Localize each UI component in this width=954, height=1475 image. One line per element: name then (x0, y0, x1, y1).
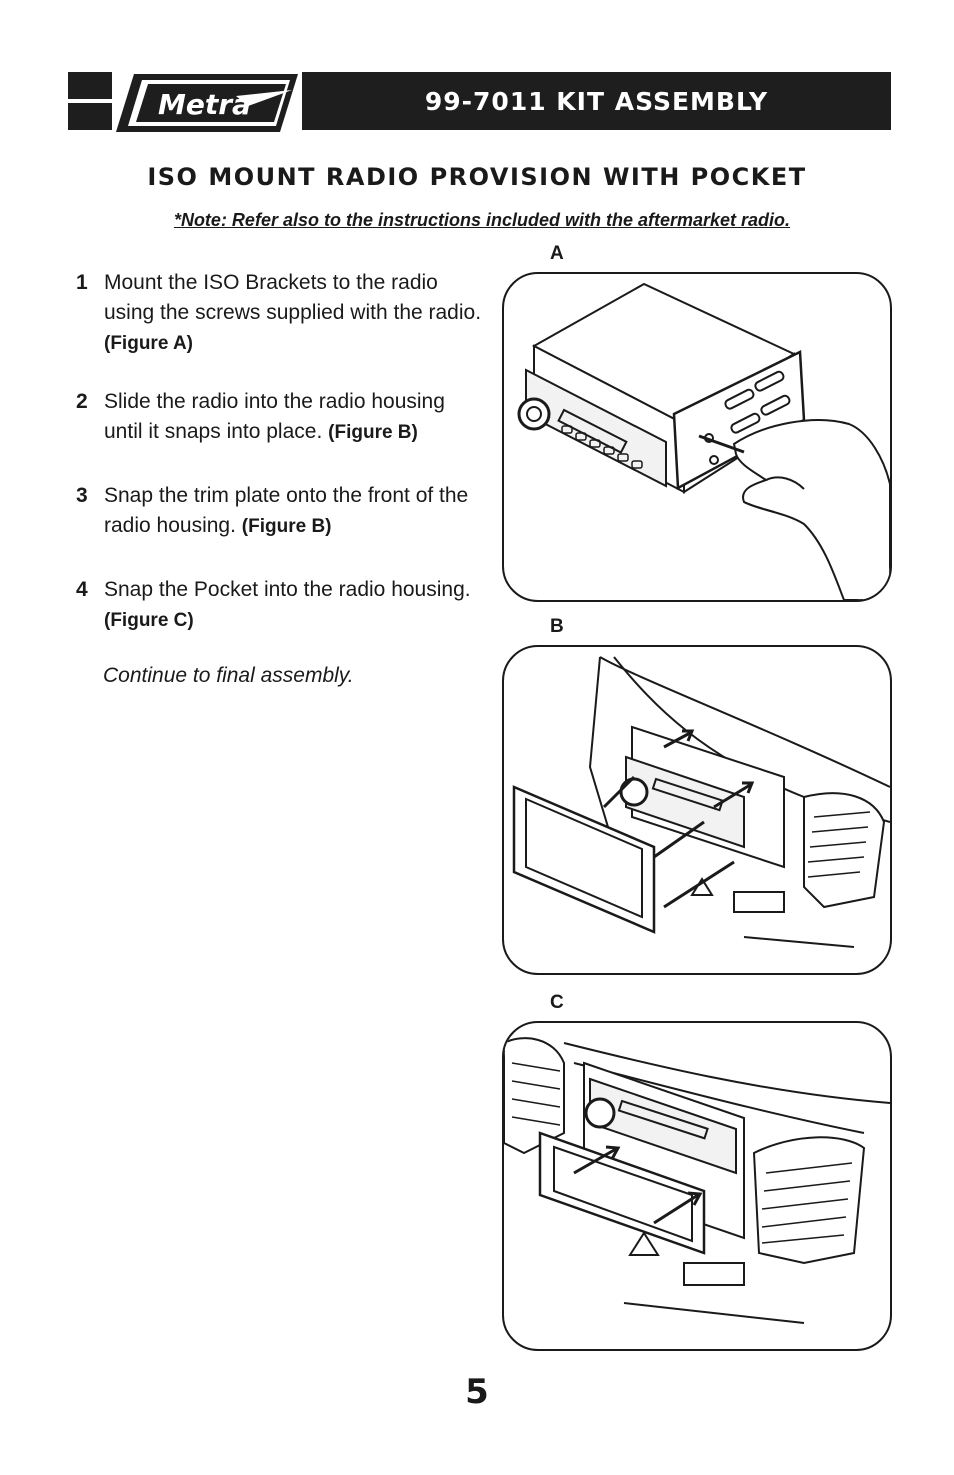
step-number: 2 (76, 390, 88, 413)
section-title: ISO MOUNT RADIO PROVISION WITH POCKET (147, 163, 807, 191)
figure-a (502, 272, 892, 602)
figure-ref: (Figure A) (104, 333, 194, 354)
figure-b (502, 645, 892, 975)
header-block-top (68, 72, 112, 99)
radio-iso-bracket-icon (517, 282, 890, 600)
metra-logo: Metra (116, 72, 298, 134)
figure-a-label: A (550, 243, 564, 264)
header-block-bottom (68, 103, 112, 130)
metra-logo-text: Metra (158, 88, 251, 121)
instruction-note: *Note: Refer also to the instructions in… (173, 210, 791, 230)
continue-text: Continue to final assembly. (103, 664, 354, 687)
figure-c (502, 1021, 892, 1351)
figure-ref: (Figure C) (104, 610, 194, 631)
kit-title-bar: 99-7011 KIT ASSEMBLY (302, 72, 891, 130)
figure-c-label: C (550, 992, 564, 1013)
step-text: Slide the radio into the radio housing u… (104, 390, 445, 443)
figure-ref: (Figure B) (328, 422, 418, 443)
step-number: 1 (76, 271, 88, 294)
step-number: 4 (76, 578, 88, 601)
header-blocks (68, 72, 112, 130)
pocket-install-icon (504, 1037, 890, 1324)
page-number: 5 (465, 1372, 489, 1412)
figure-ref: (Figure B) (241, 516, 332, 537)
figure-b-label: B (550, 616, 564, 637)
step-text: Snap the trim plate onto the front of th… (104, 484, 469, 537)
step-text: Mount the ISO Brackets to the radio usin… (104, 271, 482, 324)
step-number: 3 (76, 484, 88, 507)
radio-housing-trim-plate-icon (512, 656, 890, 948)
kit-title: 99-7011 KIT ASSEMBLY (424, 86, 769, 116)
step-text: Snap the Pocket into the radio housing. (104, 578, 471, 601)
